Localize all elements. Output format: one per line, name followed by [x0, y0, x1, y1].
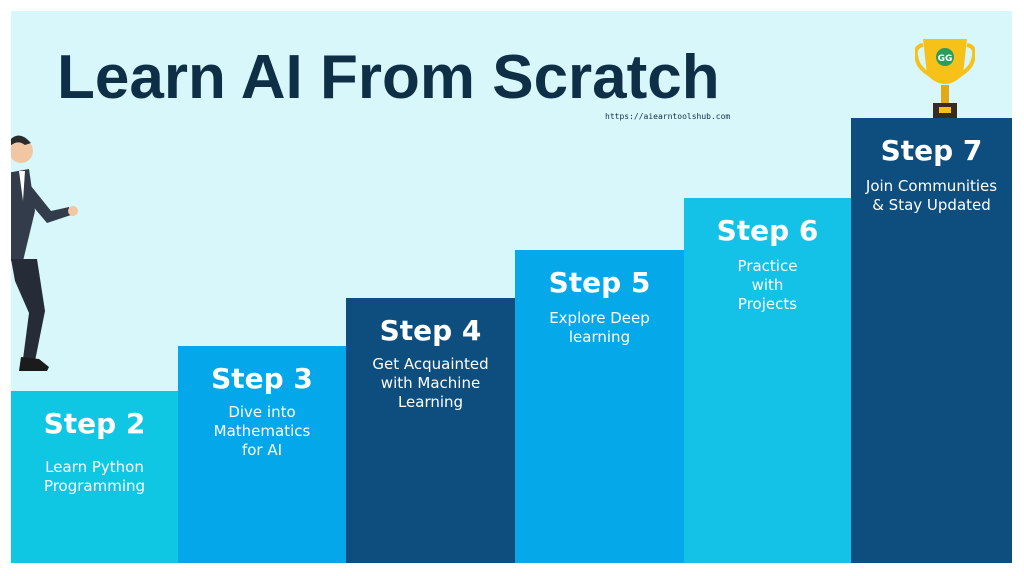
step-5: Step 5 Explore Deep learning [515, 250, 684, 563]
step-7: Step 7 Join Communities & Stay Updated [851, 118, 1012, 563]
step-label: Step 2 [43, 407, 146, 440]
step-4: Step 4 Get Acquainted with Machine Learn… [346, 298, 515, 563]
svg-text:GG: GG [938, 54, 953, 64]
step-2: Step 2 Learn Python Programming [11, 391, 178, 563]
step-description: Practice with Projects [737, 257, 798, 313]
trophy-icon: GG [915, 39, 975, 119]
step-description: Dive into Mathematics for AI [213, 403, 311, 459]
watermark-url: https://aiearntoolshub.com [605, 112, 731, 121]
step-label: Step 7 [880, 134, 983, 167]
step-description: Join Communities & Stay Updated [865, 177, 998, 214]
step-label: Step 3 [211, 362, 313, 395]
step-description: Get Acquainted with Machine Learning [372, 355, 489, 411]
step-label: Step 5 [548, 266, 651, 299]
climbing-person-icon [11, 135, 78, 371]
step-3: Step 3 Dive into Mathematics for AI [178, 346, 346, 563]
step-label: Step 4 [379, 314, 482, 347]
step-description: Explore Deep learning [549, 309, 650, 346]
infographic: Learn AI From Scratch https://aiearntool… [11, 11, 1012, 563]
page-title: Learn AI From Scratch [57, 43, 720, 112]
step-label: Step 6 [716, 214, 819, 247]
step-6: Step 6 Practice with Projects [684, 198, 851, 563]
step-description: Learn Python Programming [43, 458, 146, 495]
